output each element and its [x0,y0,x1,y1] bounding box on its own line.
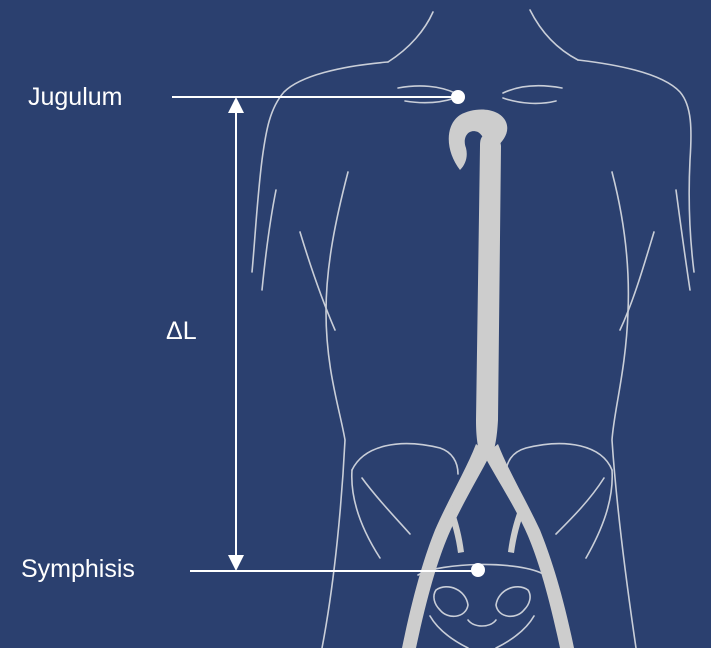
torso-outline [252,10,694,648]
arm-right-inner-line [676,190,690,290]
jugulum-label: Jugulum [28,85,123,110]
shoulder-left-line [252,62,388,272]
right-iliac-artery [484,444,574,648]
clavicle-right-line [503,86,562,93]
upper-back-left-line [300,232,335,330]
symphisis-marker [471,563,485,577]
clavicle-left-lower-line [405,98,455,103]
clavicle-right-lower-line [503,98,556,103]
pubic-arch [468,620,496,626]
clavicle-left-line [398,86,455,93]
hip-right-line [586,470,612,558]
measurement-annotation [172,90,485,577]
arm-left-inner-line [262,190,276,290]
neck-right-line [530,10,578,60]
pelvis-right-wing-inner [556,478,604,534]
left-iliac-artery [402,444,490,648]
neck-left-line [388,12,433,62]
pelvic-floor-line-right [496,616,534,648]
shoulder-right-line [578,60,694,272]
obturator-right [496,587,530,616]
descending-aorta [476,133,501,455]
arrow-down-icon [228,555,244,571]
pelvic-floor-line [430,616,468,648]
jugulum-marker [451,90,465,104]
pelvis-left-wing [352,444,458,474]
pelvis-right-wing [506,444,612,474]
side-right-line [612,172,636,648]
obturator-left [434,587,468,616]
delta-length-label: ΔL [166,319,197,344]
side-left-line [322,172,348,648]
pelvis-left-wing-inner [362,478,410,534]
arrow-up-icon [228,97,244,113]
symphisis-label: Symphisis [21,557,135,582]
aorta [402,110,574,648]
